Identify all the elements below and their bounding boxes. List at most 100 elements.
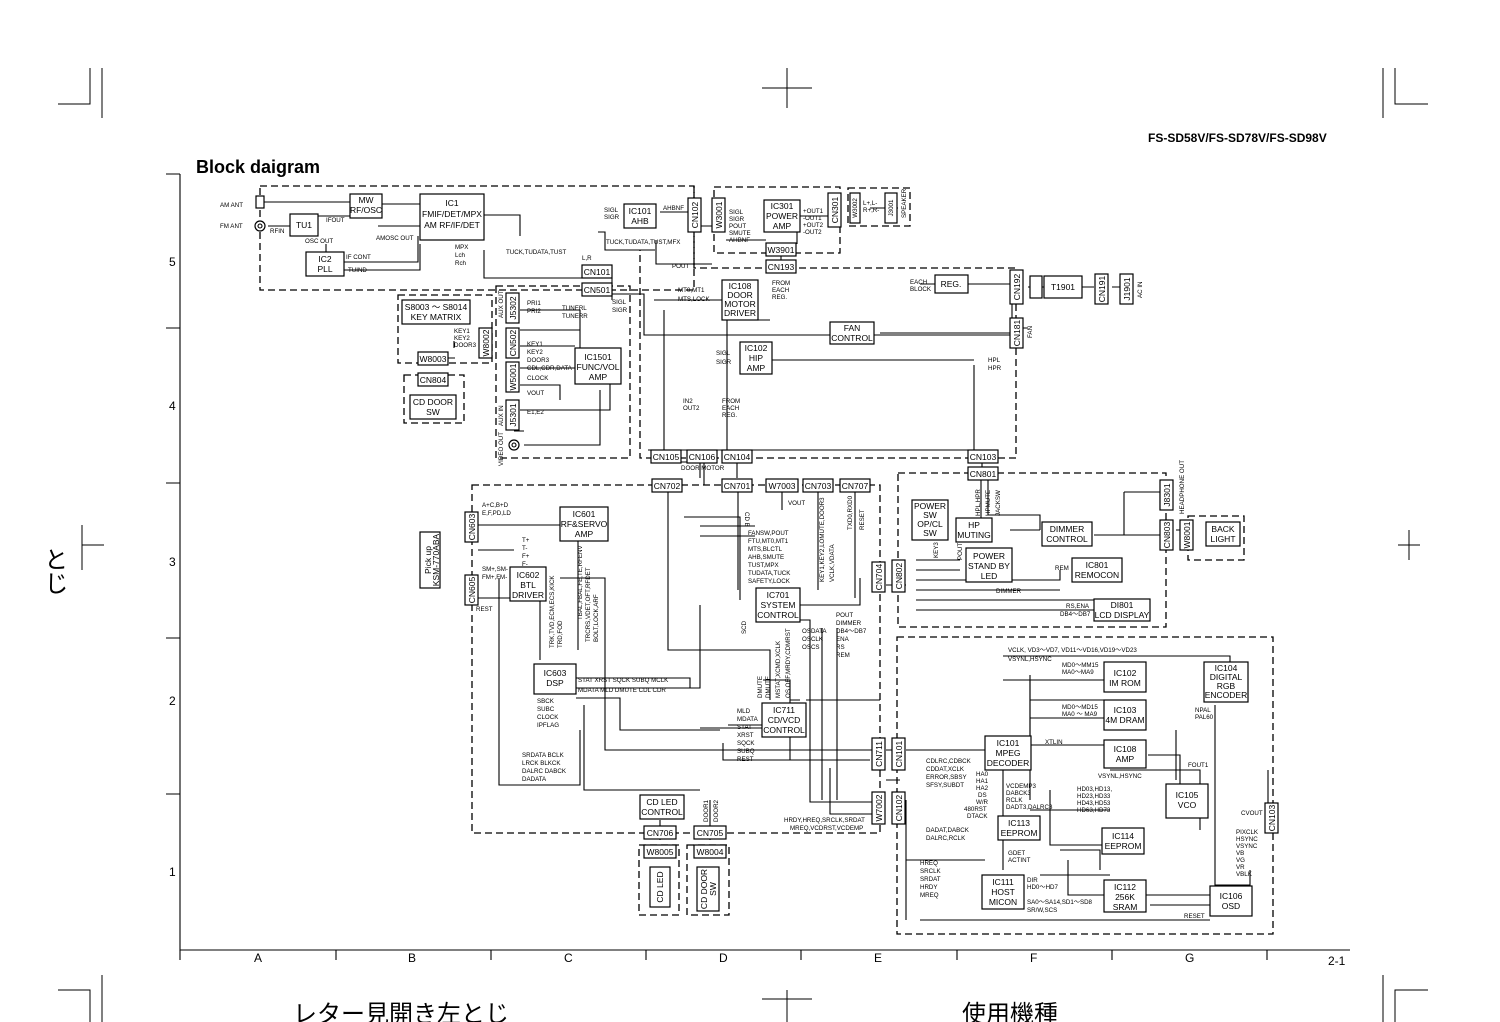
svg-text:CN106: CN106 (689, 452, 716, 462)
svg-text:MDATA: MDATA (737, 716, 759, 723)
svg-text:STAT: STAT (737, 724, 752, 731)
svg-text:T+: T+ (522, 537, 530, 544)
svg-text:HA1: HA1 (976, 778, 989, 785)
svg-text:J3001: J3001 (888, 199, 895, 216)
svg-text:TRD,FOD: TRD,FOD (557, 620, 564, 648)
row-label: 2 (169, 694, 176, 708)
svg-text:SIGL: SIGL (604, 207, 619, 214)
svg-text:AM ANT: AM ANT (220, 202, 243, 209)
svg-text:DTACK: DTACK (967, 813, 988, 820)
binding-note-right: 使用機種 (962, 1000, 1058, 1022)
block-t1901: T1901 (1043, 275, 1083, 299)
svg-text:CN706: CN706 (647, 828, 674, 838)
svg-text:GDET: GDET (1008, 850, 1025, 857)
svg-text:F-: F- (522, 561, 528, 568)
svg-text:HPL,HPR: HPL,HPR (975, 489, 982, 516)
svg-text:DMUTE: DMUTE (757, 676, 764, 698)
svg-text:OS OFF,MRDY,CDMRST: OS OFF,MRDY,CDMRST (785, 628, 792, 698)
svg-text:SW: SW (923, 510, 937, 520)
connector-cn802: CN802 (891, 559, 906, 593)
svg-text:IC801: IC801 (1086, 560, 1109, 570)
svg-text:IC108: IC108 (729, 281, 752, 291)
connector-w8002: W8002 (478, 327, 493, 359)
connector-cn605: CN605 (464, 574, 479, 606)
svg-text:HIP: HIP (749, 353, 764, 363)
svg-text:CN501: CN501 (584, 285, 611, 295)
svg-text:L,R: L,R (582, 255, 592, 262)
connector-cn193: CN193 (765, 259, 797, 274)
svg-text:SR/W,SCS: SR/W,SCS (1027, 907, 1057, 914)
svg-text:VCLK,VDATA: VCLK,VDATA (829, 544, 836, 582)
svg-text:PLL: PLL (317, 264, 332, 274)
svg-text:REG.: REG. (722, 412, 737, 419)
svg-text:OSCLK: OSCLK (802, 636, 824, 643)
grid-frame: 5 4 3 2 1 A B C D E F G (166, 173, 1350, 965)
svg-text:HD03,HD13,: HD03,HD13, (1077, 786, 1112, 793)
connector-cn301: CN301 (827, 192, 842, 228)
svg-text:DADAT,DABCK: DADAT,DABCK (926, 827, 970, 834)
svg-text:SW: SW (426, 407, 440, 417)
svg-text:Pick up: Pick up (423, 546, 433, 574)
svg-text:RF&SERVO: RF&SERVO (561, 519, 608, 529)
svg-text:W8002: W8002 (481, 329, 491, 356)
svg-text:SIGR: SIGR (716, 359, 732, 366)
connector-cn704: CN704 (871, 561, 886, 593)
svg-text:CN704: CN704 (874, 564, 884, 591)
connector-cn707: CN707 (839, 478, 871, 493)
connector-w7003: W7003 (765, 478, 799, 493)
connector-cn501: CN501 (581, 282, 613, 297)
column-label: D (719, 951, 728, 965)
svg-text:MTS,BLCTL: MTS,BLCTL (748, 546, 783, 553)
svg-text:J5302: J5302 (508, 296, 518, 319)
svg-text:CN703: CN703 (805, 481, 832, 491)
svg-text:STAND BY: STAND BY (968, 561, 1010, 571)
svg-text:HSYNC: HSYNC (1236, 836, 1258, 843)
svg-text:KEY2: KEY2 (527, 349, 543, 356)
svg-text:REMOCON: REMOCON (1075, 570, 1119, 580)
svg-text:IC108: IC108 (1114, 744, 1137, 754)
svg-text:MREQ: MREQ (920, 892, 939, 899)
svg-text:MPEG: MPEG (995, 748, 1020, 758)
svg-text:TUNERR: TUNERR (562, 313, 588, 320)
svg-text:PRI2: PRI2 (527, 308, 541, 315)
connectors: CN101 CN501 W3901 CN193 W8003 CN804 CN10… (417, 242, 999, 859)
svg-text:OSC OUT: OSC OUT (305, 238, 333, 245)
svg-text:LED: LED (981, 571, 998, 581)
svg-text:JACKSW: JACKSW (995, 490, 1002, 516)
connector-cn801: CN801 (967, 466, 999, 481)
svg-text:MT0,MT1: MT0,MT1 (678, 287, 705, 294)
svg-text:HRDY: HRDY (920, 884, 938, 891)
svg-text:SMUTE: SMUTE (729, 230, 751, 237)
svg-text:OSD: OSD (1222, 901, 1240, 911)
svg-text:DALRC DABCK: DALRC DABCK (522, 768, 567, 775)
svg-text:OP/CL: OP/CL (917, 519, 943, 529)
svg-text:DOOR3: DOOR3 (454, 342, 477, 349)
svg-text:EEPROM: EEPROM (1001, 828, 1038, 838)
svg-text:IC101: IC101 (629, 206, 652, 216)
svg-text:CD/VCD: CD/VCD (768, 715, 801, 725)
svg-text:J1901: J1901 (1122, 277, 1132, 300)
svg-text:+OUT2: +OUT2 (803, 222, 824, 229)
svg-text:MW: MW (358, 195, 373, 205)
crop-marks (58, 68, 1428, 1022)
svg-text:OSDATA: OSDATA (802, 628, 827, 635)
svg-text:FAN: FAN (1027, 326, 1034, 338)
svg-text:SBCK: SBCK (537, 698, 555, 705)
svg-text:CONTROL: CONTROL (641, 807, 683, 817)
svg-text:W8001: W8001 (1182, 521, 1192, 548)
svg-text:IC104: IC104 (1215, 663, 1238, 673)
binding-note-left: レター見開き左とじ (293, 1000, 509, 1022)
svg-text:AMP: AMP (747, 363, 766, 373)
row-label: 3 (169, 555, 176, 569)
